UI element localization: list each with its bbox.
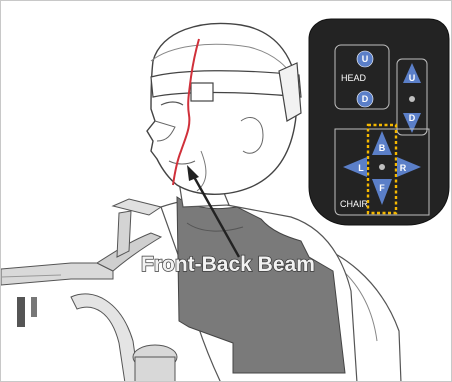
chair-back-label: B [379,143,386,153]
vertical-center-dot [409,96,415,102]
head-up-label: U [362,54,369,64]
chair-center-dot [379,164,385,170]
front-back-beam-label: Front-Back Beam [141,253,315,276]
patient-body [161,197,357,382]
head-down-button[interactable]: D [357,91,373,107]
patient-head [147,24,297,195]
vertical-up-label: U [409,73,416,83]
chair-label: CHAIR [340,199,369,209]
chair-right-label: R [400,163,407,173]
chair-left-label: L [358,163,364,173]
machine-arm [1,199,177,382]
control-panel: U HEAD D U D CHAIR B L [309,19,449,225]
vertical-down-label: D [409,113,416,123]
chair-front-label: F [379,183,385,193]
head-down-label: D [362,94,369,104]
head-label: HEAD [341,73,367,83]
head-up-button[interactable]: U [357,51,373,67]
